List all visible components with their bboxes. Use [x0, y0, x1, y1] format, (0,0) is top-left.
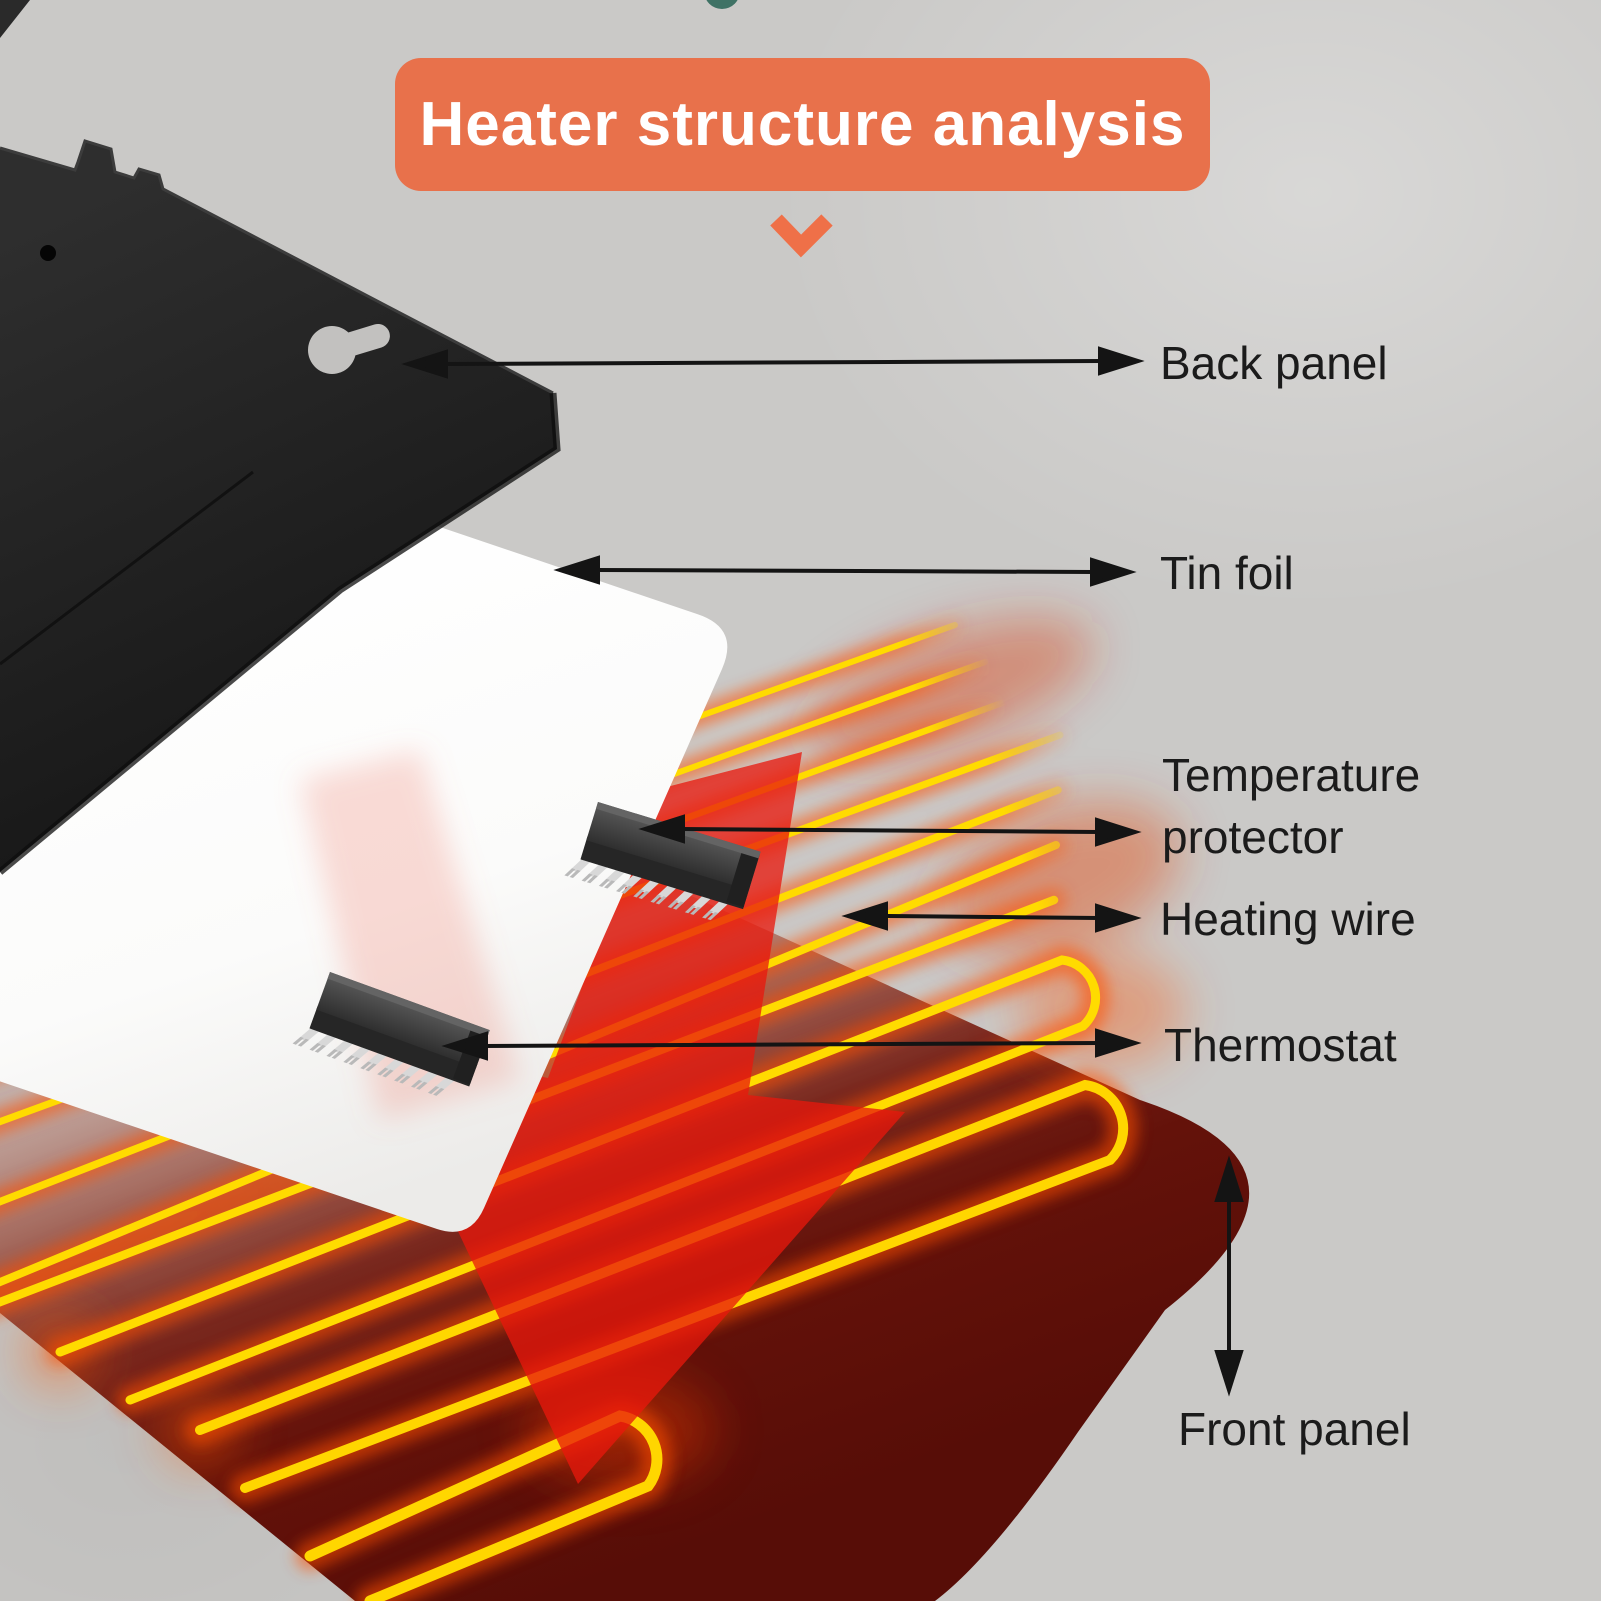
label-heating-wire: Heating wire — [1160, 893, 1416, 945]
page-corner-artifact — [0, 0, 30, 38]
callout-arrow-temperature-protector — [638, 814, 1142, 847]
keyhole-cutout — [308, 323, 390, 374]
title-banner: Heater structure analysis — [395, 58, 1210, 191]
back-panel-thickness-edge — [0, 392, 561, 875]
label-thermostat: Thermostat — [1164, 1019, 1397, 1071]
callout-arrow-tin-foil — [553, 555, 1137, 587]
callout-arrow-thermostat — [441, 1028, 1142, 1061]
chevron-down-icon — [770, 214, 833, 258]
label-temperature-protector-line2: protector — [1162, 811, 1344, 863]
back-panel-seam — [0, 470, 254, 666]
label-temperature-protector: Temperature protector — [1162, 748, 1420, 864]
label-temperature-protector-line1: Temperature — [1162, 749, 1421, 801]
back-panel-layer — [0, 139, 561, 875]
page-title: Heater structure analysis — [419, 90, 1186, 159]
callout-arrow-back-panel — [401, 346, 1145, 379]
callout-arrow-front-panel — [1214, 1155, 1244, 1397]
heat-flow-arrow — [368, 752, 905, 1484]
logo-fragment — [706, 0, 738, 9]
callout-arrow-heating-wire — [841, 901, 1142, 933]
back-panel-top-edge — [0, 139, 554, 395]
label-tin-foil: Tin foil — [1160, 547, 1294, 599]
label-front-panel: Front panel — [1178, 1403, 1411, 1455]
label-back-panel: Back panel — [1160, 337, 1388, 389]
screw-hole — [40, 245, 56, 261]
